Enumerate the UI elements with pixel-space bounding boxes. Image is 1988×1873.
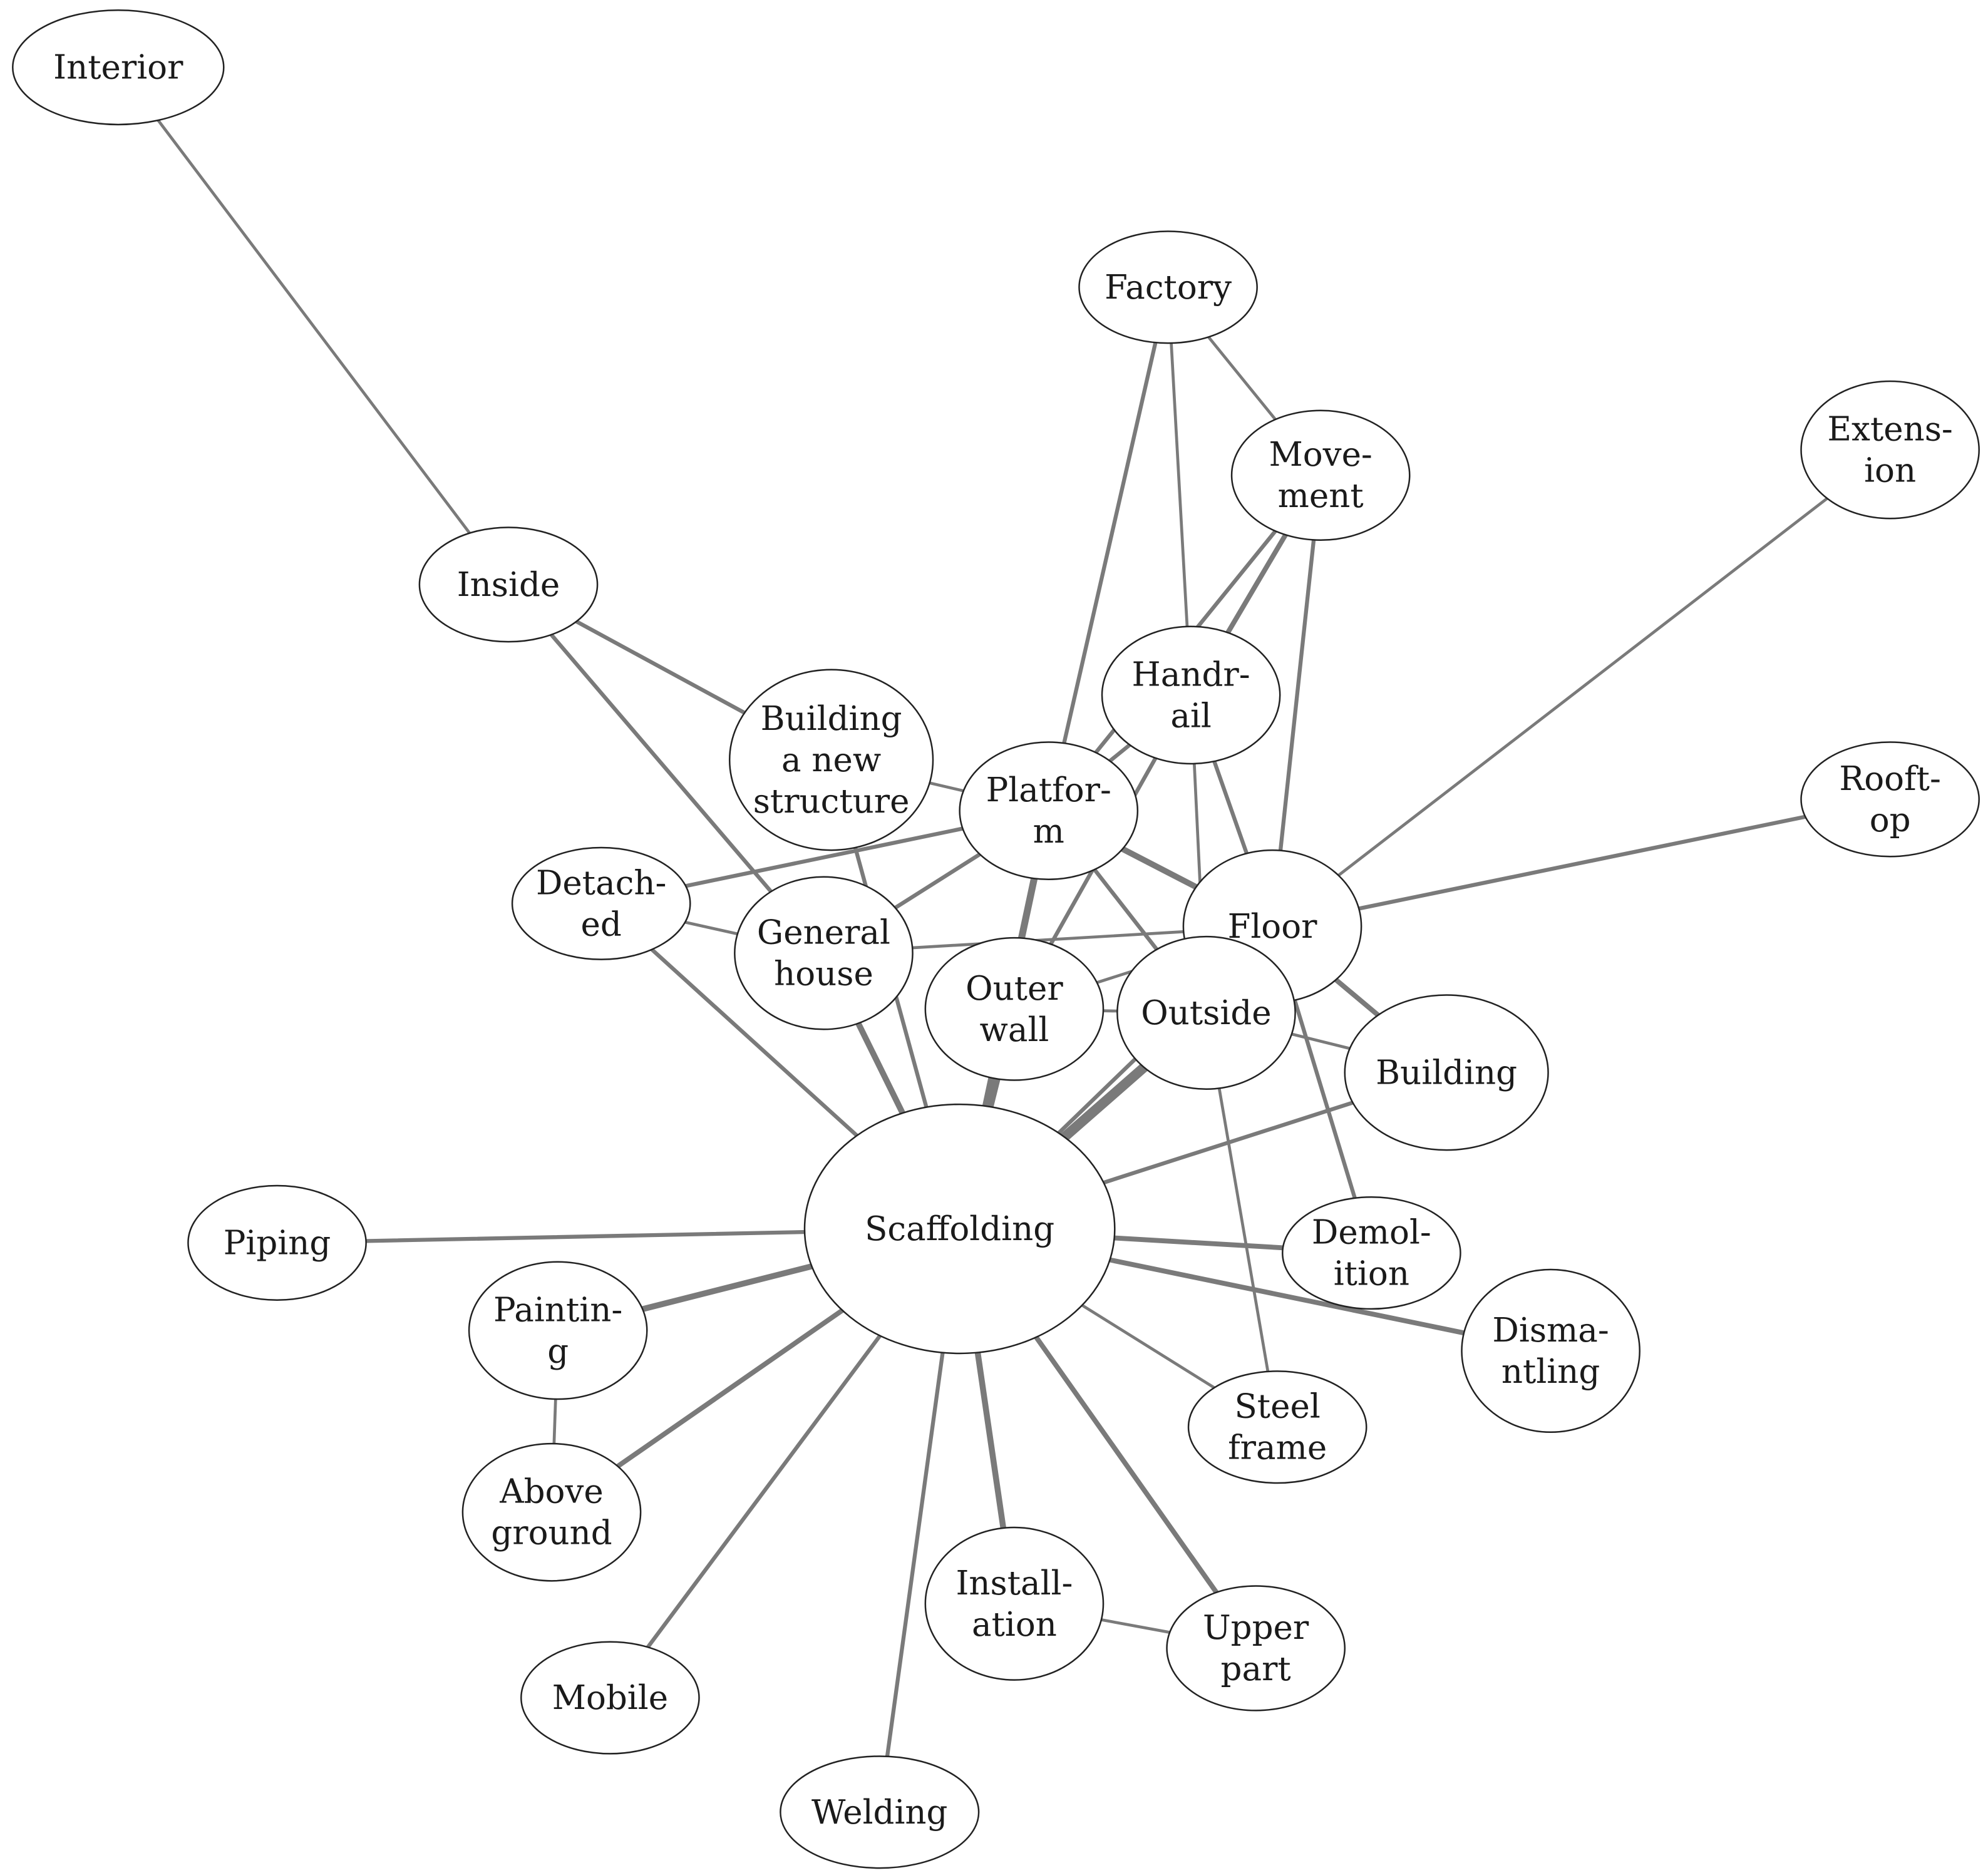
node-installation: Install-ation bbox=[924, 1526, 1105, 1681]
node-label-general-house: house bbox=[774, 955, 873, 993]
node-label-upper-part: Upper bbox=[1203, 1609, 1309, 1647]
node-ellipse-steel-frame bbox=[1187, 1370, 1367, 1484]
node-ellipse-movement bbox=[1230, 409, 1411, 541]
node-label-extension: ion bbox=[1864, 452, 1916, 490]
node-label-demolition: ition bbox=[1334, 1255, 1409, 1293]
node-label-painting: g bbox=[547, 1332, 569, 1370]
node-label-installation: Install- bbox=[955, 1564, 1073, 1603]
node-interior: Interior bbox=[12, 9, 225, 126]
node-ellipse-piping bbox=[187, 1184, 367, 1301]
edge-rooftop-floor bbox=[1270, 797, 1892, 929]
node-ellipse-platform bbox=[959, 741, 1139, 881]
node-label-building: Building bbox=[1376, 1054, 1517, 1092]
node-label-detached: ed bbox=[581, 905, 622, 943]
node-label-building-new: a new bbox=[781, 741, 881, 779]
node-label-dismantling: ntling bbox=[1501, 1353, 1600, 1391]
node-label-above-ground: Above bbox=[499, 1473, 603, 1511]
node-label-piping: Piping bbox=[224, 1224, 331, 1262]
node-ellipse-mobile bbox=[520, 1641, 700, 1755]
node-ellipse-handrail bbox=[1101, 625, 1281, 765]
node-ellipse-scaffolding bbox=[803, 1103, 1116, 1355]
node-label-scaffolding: Scaffolding bbox=[865, 1210, 1054, 1248]
node-label-interior: Interior bbox=[53, 49, 183, 87]
node-label-detached: Detach- bbox=[536, 864, 666, 902]
node-platform: Platfor-m bbox=[959, 741, 1139, 881]
node-factory: Factory bbox=[1078, 230, 1258, 344]
node-outside: Outside bbox=[1116, 935, 1296, 1090]
node-label-movement: ment bbox=[1278, 477, 1364, 515]
node-welding: Welding bbox=[780, 1755, 980, 1869]
node-ellipse-welding bbox=[780, 1755, 980, 1869]
node-dismantling: Disma-ntling bbox=[1461, 1268, 1640, 1434]
node-label-handrail: ail bbox=[1170, 697, 1212, 735]
node-label-inside: Inside bbox=[457, 566, 560, 604]
node-label-building-new: structure bbox=[753, 783, 910, 821]
node-scaffolding: Scaffolding bbox=[803, 1103, 1116, 1355]
node-label-rooftop: Rooft- bbox=[1839, 760, 1941, 798]
node-label-factory: Factory bbox=[1105, 269, 1232, 307]
node-label-floor: Floor bbox=[1228, 908, 1318, 946]
node-label-handrail: Handr- bbox=[1132, 655, 1250, 694]
node-ellipse-rooftop bbox=[1800, 741, 1980, 858]
node-label-upper-part: part bbox=[1221, 1650, 1291, 1688]
node-label-mobile: Mobile bbox=[552, 1679, 668, 1717]
node-label-outer-wall: Outer bbox=[966, 970, 1063, 1008]
node-ellipse-building-new bbox=[728, 669, 934, 851]
node-ellipse-above-ground bbox=[461, 1442, 642, 1582]
node-label-installation: ation bbox=[972, 1606, 1057, 1644]
node-inside: Inside bbox=[418, 526, 599, 643]
node-demolition: Demol-ition bbox=[1282, 1196, 1461, 1310]
node-label-outside: Outside bbox=[1141, 994, 1271, 1032]
node-label-above-ground: ground bbox=[491, 1514, 612, 1552]
node-ellipse-dismantling bbox=[1461, 1268, 1640, 1434]
node-label-steel-frame: Steel bbox=[1235, 1388, 1321, 1426]
node-handrail: Handr-ail bbox=[1101, 625, 1281, 765]
node-movement: Move-ment bbox=[1230, 409, 1411, 541]
node-label-welding: Welding bbox=[811, 1793, 947, 1832]
node-label-platform: m bbox=[1033, 813, 1064, 851]
node-label-platform: Platfor- bbox=[986, 771, 1111, 809]
node-ellipse-inside bbox=[418, 526, 599, 643]
edge-extension-floor bbox=[1270, 448, 1892, 928]
node-label-general-house: General bbox=[757, 914, 890, 952]
node-ellipse-detached bbox=[511, 846, 691, 960]
node-ellipse-painting bbox=[468, 1261, 648, 1400]
node-label-rooftop: op bbox=[1870, 801, 1911, 839]
node-mobile: Mobile bbox=[520, 1641, 700, 1755]
node-ellipse-outer-wall bbox=[924, 936, 1105, 1081]
node-label-outer-wall: wall bbox=[980, 1011, 1049, 1049]
node-painting: Paintin-g bbox=[468, 1261, 648, 1400]
node-rooftop: Rooft-op bbox=[1800, 741, 1980, 858]
node-detached: Detach-ed bbox=[511, 846, 691, 960]
node-ellipse-interior bbox=[12, 9, 225, 126]
node-ellipse-building bbox=[1344, 994, 1549, 1151]
node-piping: Piping bbox=[187, 1184, 367, 1301]
node-ellipse-installation bbox=[924, 1526, 1105, 1681]
node-label-painting: Paintin- bbox=[493, 1291, 622, 1329]
edge-factory-platform bbox=[1046, 285, 1170, 813]
node-label-dismantling: Disma- bbox=[1492, 1311, 1609, 1350]
node-ellipse-factory bbox=[1078, 230, 1258, 344]
node-building: Building bbox=[1344, 994, 1549, 1151]
node-ellipse-outside bbox=[1116, 935, 1296, 1090]
node-extension: Extens-ion bbox=[1800, 380, 1980, 520]
node-ellipse-general-house bbox=[734, 876, 914, 1030]
node-label-building-new: Building bbox=[761, 700, 902, 738]
node-label-demolition: Demol- bbox=[1312, 1214, 1431, 1252]
node-label-steel-frame: frame bbox=[1228, 1429, 1327, 1467]
node-label-extension: Extens- bbox=[1827, 411, 1952, 449]
edge-interior-inside bbox=[116, 66, 510, 587]
node-ellipse-demolition bbox=[1282, 1196, 1461, 1310]
node-ellipse-extension bbox=[1800, 380, 1980, 520]
node-label-movement: Move- bbox=[1269, 436, 1372, 474]
node-ellipse-upper-part bbox=[1166, 1585, 1346, 1711]
